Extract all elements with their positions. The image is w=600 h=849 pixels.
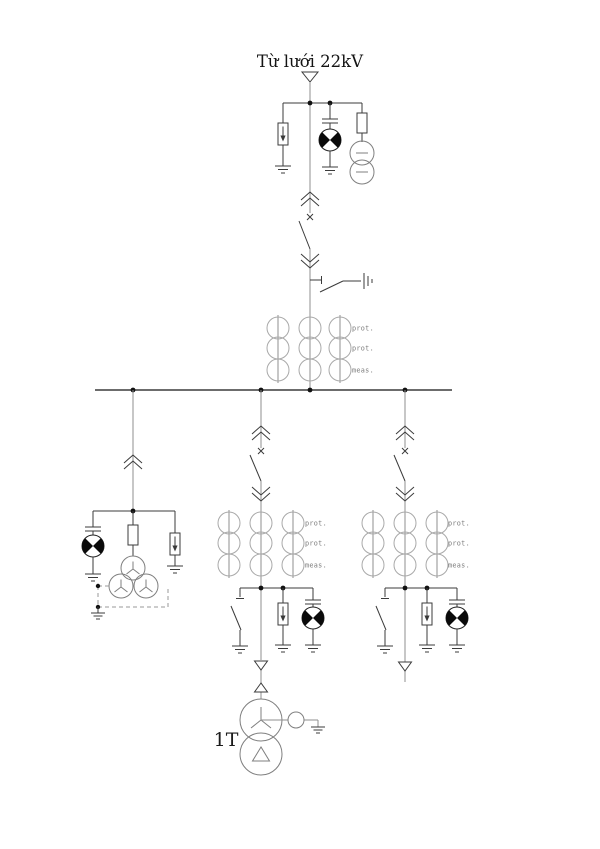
feeder-busbar-vt xyxy=(81,390,184,620)
surge-arrester-icon xyxy=(169,532,181,556)
breaker-x-icon xyxy=(306,213,314,221)
circuit-breaker xyxy=(298,213,314,250)
ground-icon xyxy=(310,726,326,734)
cable-termination-icon xyxy=(254,682,268,693)
feeder-tap-bus xyxy=(385,585,457,591)
ground-icon xyxy=(90,612,106,620)
fused-three-phase-vt xyxy=(90,511,169,620)
surge-arrester-icon xyxy=(277,602,289,626)
capacitor-icon xyxy=(84,526,102,532)
ground-icon xyxy=(166,565,184,574)
current-transformer-icon xyxy=(298,314,322,384)
vt-secondary-earthing xyxy=(90,583,169,620)
voltage-transformer-icon xyxy=(349,140,375,185)
current-transformer-icon xyxy=(328,314,352,384)
ground-icon xyxy=(304,644,322,653)
voltage-indicator xyxy=(318,103,342,175)
current-transformer-icon xyxy=(425,509,449,579)
ct-group-middle: prot. prot. meas. xyxy=(217,509,327,579)
indicator-lamp-icon xyxy=(445,606,469,630)
feeder-spare: prot. prot. meas. xyxy=(361,390,470,682)
feeder-tap-bus xyxy=(240,585,313,591)
surge-arrester-icon xyxy=(277,122,289,146)
ct-label: meas. xyxy=(448,562,470,570)
ground-icon xyxy=(84,573,102,582)
ground-icon xyxy=(321,166,339,175)
ct-label: prot. xyxy=(305,520,327,528)
cable-termination-icon xyxy=(398,661,412,672)
indicator-lamp-icon xyxy=(81,534,105,558)
fuse-icon xyxy=(356,112,368,134)
surge-arrester xyxy=(274,103,292,174)
circuit-breaker xyxy=(249,447,265,482)
ground-icon xyxy=(231,645,249,654)
transformer-1t: 1T xyxy=(214,698,326,776)
ct-group-incoming: prot. prot. meas. xyxy=(266,314,374,384)
ct-label: meas. xyxy=(305,562,327,570)
fuse-icon xyxy=(127,524,139,546)
current-transformer-icon xyxy=(361,509,385,579)
ct-label: prot. xyxy=(448,520,470,528)
voltage-indicator xyxy=(81,511,105,582)
fused-voltage-transformer xyxy=(349,103,375,185)
feeder-transformer: prot. prot. meas. xyxy=(217,390,327,699)
secondary-winding-icon xyxy=(239,732,283,776)
ct-label: prot. xyxy=(352,325,374,333)
indicator-lamp-icon xyxy=(318,128,342,152)
ground-icon xyxy=(274,644,292,653)
ct-label: prot. xyxy=(352,345,374,353)
feeder-tap-bus xyxy=(93,508,175,514)
ct-label: prot. xyxy=(305,540,327,548)
earthing-switch xyxy=(375,588,394,654)
surge-arrester xyxy=(418,588,436,653)
three-winding-vt-icon xyxy=(108,555,159,599)
surge-arrester xyxy=(274,588,292,653)
transformer-label: 1T xyxy=(214,729,239,751)
breaker-x-icon xyxy=(257,447,265,455)
current-transformer-icon xyxy=(266,314,290,384)
capacitor-icon xyxy=(448,599,466,605)
incoming-feed-arrow-icon xyxy=(301,71,319,83)
indicator-lamp-icon xyxy=(301,606,325,630)
ct-label: meas. xyxy=(352,367,374,375)
voltage-indicator xyxy=(445,588,469,653)
cable-termination-icon xyxy=(254,660,268,671)
ground-icon xyxy=(376,645,394,654)
neutral-earthing xyxy=(261,711,326,734)
voltage-indicator xyxy=(301,588,325,653)
surge-arrester xyxy=(166,511,184,574)
neutral-point-icon xyxy=(287,711,305,729)
capacitor-icon xyxy=(304,599,322,605)
main-busbar xyxy=(95,387,452,393)
ct-group-right: prot. prot. meas. xyxy=(361,509,470,579)
incoming-feeder: Từ lưới 22kV xyxy=(257,52,375,390)
ground-icon xyxy=(448,644,466,653)
current-transformer-icon xyxy=(393,509,417,579)
breaker-x-icon xyxy=(401,447,409,455)
current-transformer-icon xyxy=(281,509,305,579)
ground-icon xyxy=(274,165,292,174)
incoming-title: Từ lưới 22kV xyxy=(257,52,364,71)
ground-icon xyxy=(418,644,436,653)
capacitor-icon xyxy=(321,118,339,124)
incoming-tap-bus xyxy=(283,100,362,106)
earthing-switch xyxy=(230,588,249,654)
circuit-breaker xyxy=(393,447,409,482)
surge-arrester-icon xyxy=(421,602,433,626)
earthing-switch-incoming xyxy=(310,273,373,293)
current-transformer-icon xyxy=(217,509,241,579)
current-transformer-icon xyxy=(249,509,273,579)
ct-label: prot. xyxy=(448,540,470,548)
